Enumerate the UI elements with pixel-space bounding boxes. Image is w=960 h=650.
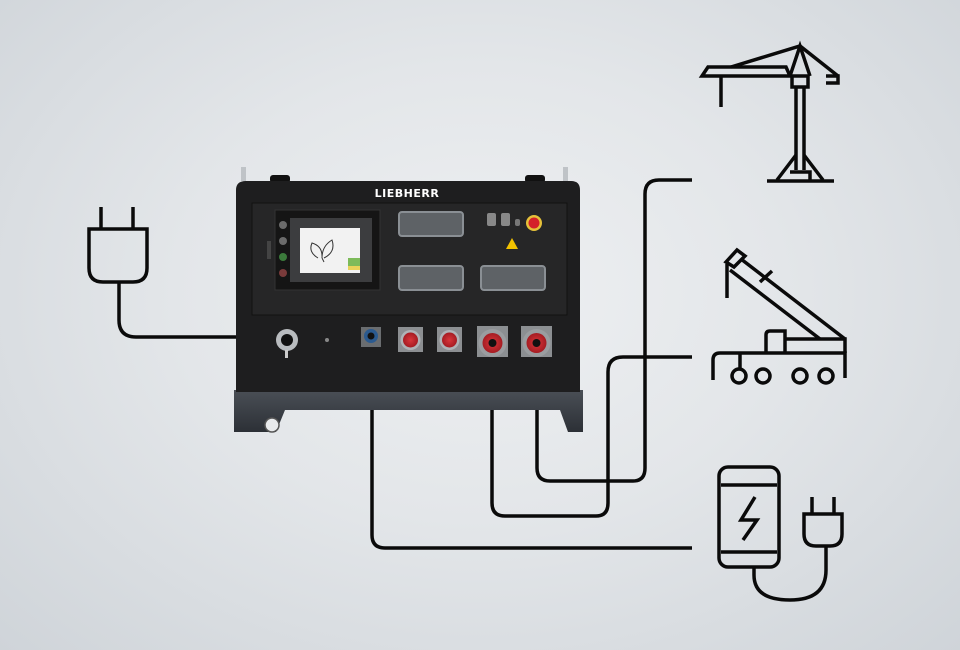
mobile-crane-icon — [711, 247, 847, 385]
power-input-socket[interactable] — [276, 329, 298, 358]
indicator-light — [279, 269, 287, 277]
cable-mobile-crane — [490, 344, 692, 518]
brand-logo: LIEBHERR — [375, 187, 440, 200]
unit-base — [234, 390, 583, 432]
blue-socket[interactable] — [361, 327, 381, 347]
indicator-light — [279, 221, 287, 229]
red-socket-large-2[interactable] — [521, 326, 552, 357]
smartphone-charging-icon — [717, 465, 844, 602]
cover-plate — [398, 265, 464, 291]
network-port — [501, 213, 510, 226]
cable-tower-crane — [535, 178, 692, 483]
wheel — [264, 417, 280, 433]
leaf-icon — [310, 239, 334, 263]
warning-icon — [506, 238, 518, 249]
cables — [117, 178, 692, 550]
indicator-light — [279, 237, 287, 245]
power-plug-icon — [87, 207, 149, 284]
tower-crane-icon — [698, 40, 840, 183]
power-unit: LIEBHERR — [234, 167, 583, 433]
indicator-light — [279, 253, 287, 261]
network-port — [487, 213, 496, 226]
red-socket-large-1[interactable] — [477, 326, 508, 357]
red-socket-small-2[interactable] — [437, 327, 462, 352]
cover-plate — [480, 265, 546, 291]
ground-screw — [325, 338, 329, 342]
red-socket-small-1[interactable] — [398, 327, 423, 352]
cable-power-input — [117, 283, 285, 339]
cover-plate — [398, 211, 464, 237]
cable-phone — [370, 338, 692, 550]
